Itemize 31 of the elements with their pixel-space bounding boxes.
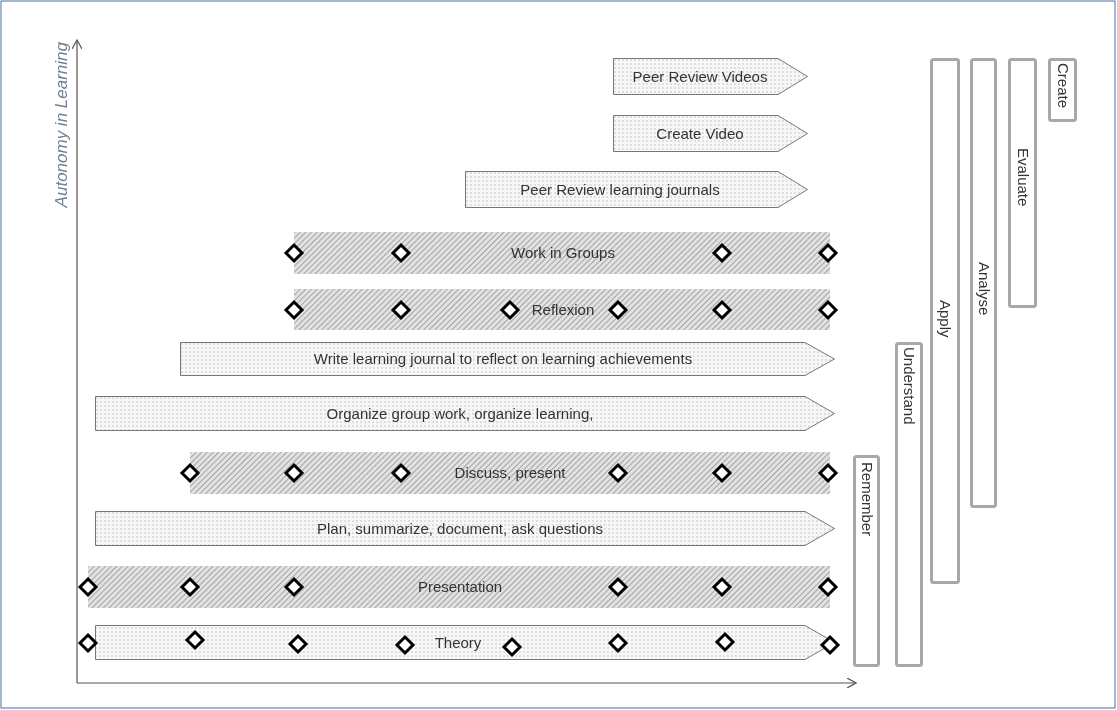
bar-label: Write learning journal to reflect on learning achievements — [313, 350, 693, 368]
bar-label: Peer Review learning journals — [520, 180, 720, 199]
level-label: Understand — [900, 347, 918, 425]
level-label: Apply — [936, 300, 954, 338]
level-label: Remember — [857, 462, 876, 537]
activity-arrow-bar — [465, 171, 808, 208]
activity-arrow-bar — [78, 622, 842, 663]
taxonomy-level-bar — [895, 342, 923, 667]
activity-arrow-bar — [95, 396, 835, 431]
bar-label: Create Video — [656, 124, 744, 143]
taxonomy-level-bar — [1048, 58, 1077, 122]
activity-arrow-bar — [180, 342, 835, 376]
level-label: Evaluate — [1013, 148, 1032, 207]
taxonomy-level-bar — [853, 455, 880, 667]
bar-label: Presentation — [417, 578, 503, 596]
bar-label: Theory — [434, 633, 482, 652]
level-label: Create — [1053, 63, 1072, 109]
bar-label: Reflexion — [531, 300, 595, 319]
taxonomy-level-bar — [970, 58, 997, 508]
activity-arrow-bar — [613, 58, 808, 95]
bar-label: Plan, summarize, document, ask questions — [317, 519, 603, 538]
taxonomy-level-bar — [930, 58, 960, 584]
axis-label: Autonomy in Learning — [52, 42, 72, 208]
activity-arrow-bar — [613, 115, 808, 152]
bar-label: Peer Review Videos — [632, 67, 768, 86]
taxonomy-level-bar — [1008, 58, 1037, 308]
level-label: Analyse — [974, 262, 993, 316]
bar-label: Work in Groups — [511, 244, 615, 262]
bar-label: Organize group work, organize learning, — [326, 404, 594, 423]
activity-arrow-bar — [95, 511, 835, 546]
bar-label: Discuss, present — [454, 464, 566, 482]
